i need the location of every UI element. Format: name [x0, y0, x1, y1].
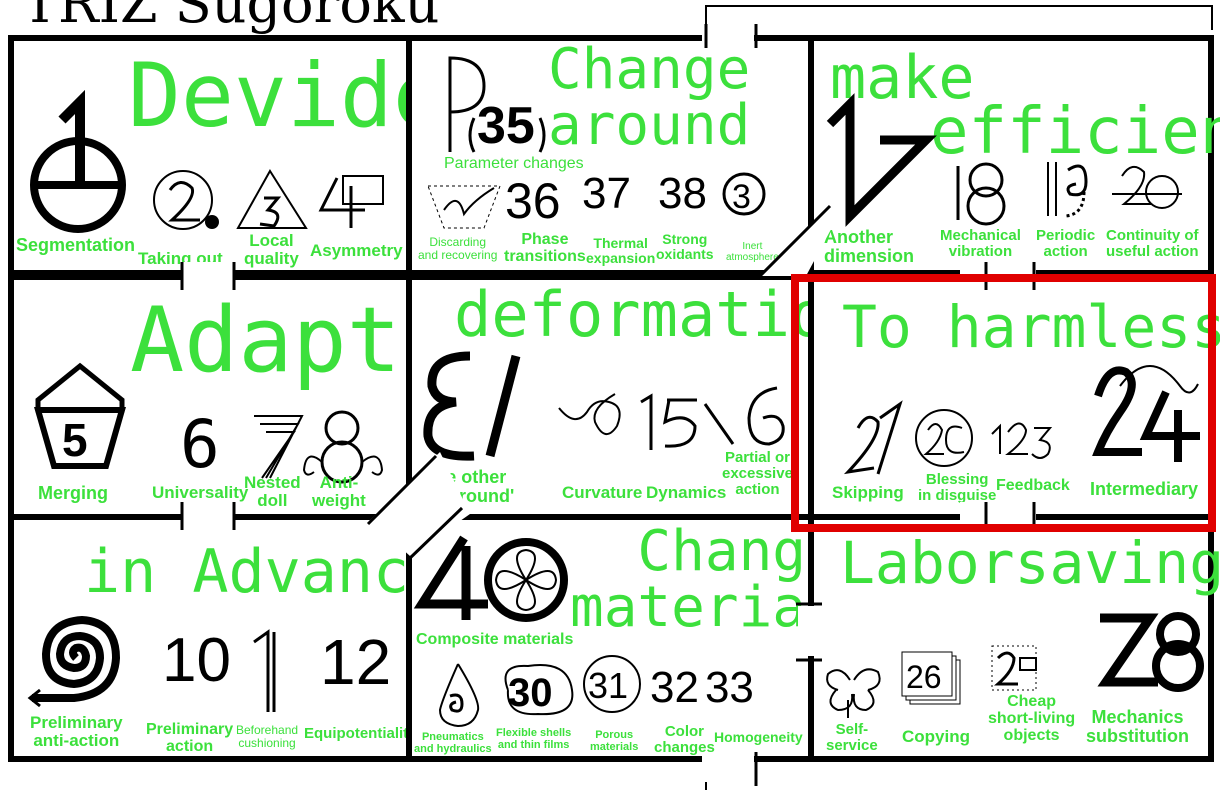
highlight-box: [791, 274, 1216, 532]
